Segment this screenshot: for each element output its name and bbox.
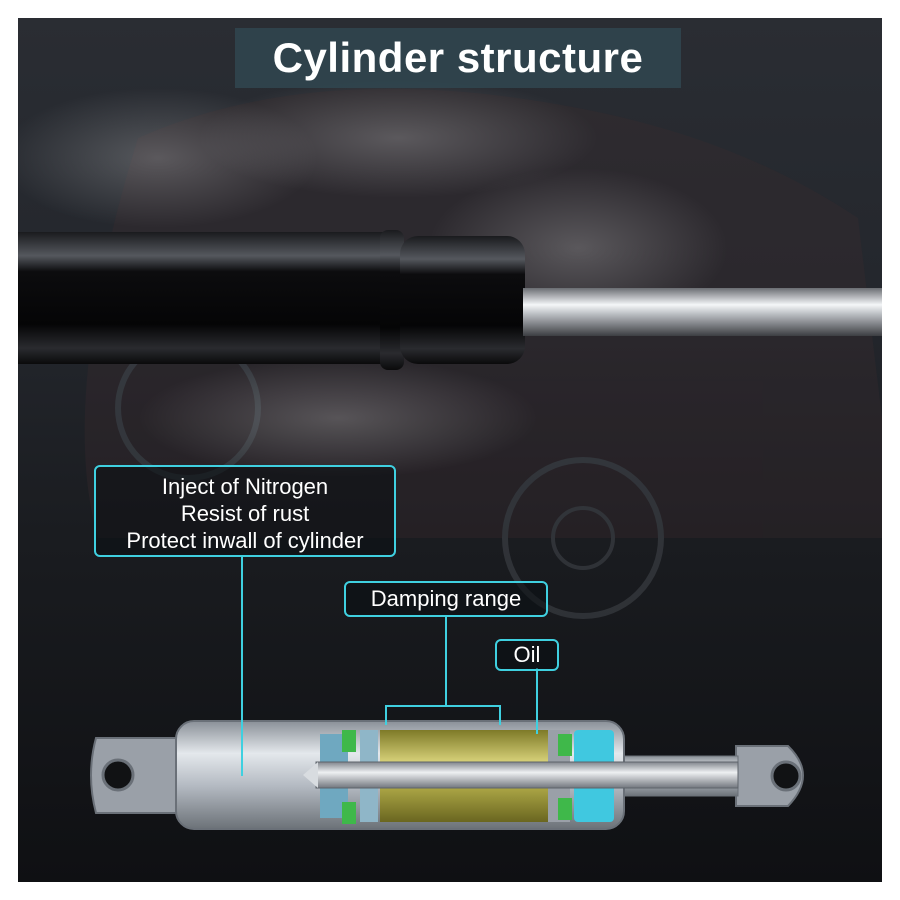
cylinder-scene [18,78,882,830]
callout-connectors [241,556,538,776]
gas-spring-closeup [18,230,882,370]
nitrogen-line-2: Resist of rust [180,501,310,526]
damping-range-label: Damping range [370,586,522,611]
page-title: Cylinder structure [272,34,644,81]
nitrogen-line-3: Protect inwall of cylinder [126,528,364,553]
nitrogen-callout: Inject of Nitrogen Resist of rust Protec… [94,465,396,557]
oil-callout: Oil [495,639,559,671]
cylinder-cutaway [90,720,804,830]
damping-range-callout: Damping range [344,581,548,617]
oil-label: Oil [513,642,541,667]
title-bar: Cylinder structure [235,28,681,88]
diagram-frame: Cylinder structure Inject of Nitrogen Re… [18,18,882,882]
nitrogen-line-1: Inject of Nitrogen [161,474,329,499]
